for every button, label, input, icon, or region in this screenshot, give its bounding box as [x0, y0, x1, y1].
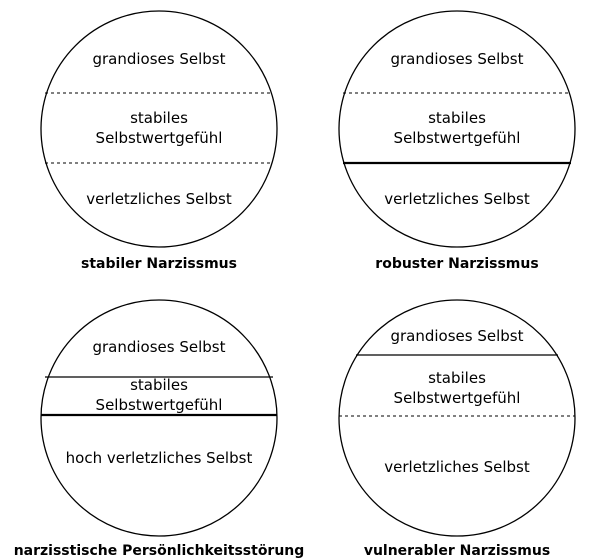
zone-middle-label-line2: Selbstwertgefühl	[394, 389, 521, 407]
zone-middle-label-line1: stabiles	[130, 109, 188, 127]
diagram-caption: vulnerabler Narzissmus	[364, 543, 550, 559]
circle	[40, 299, 278, 537]
zone-bottom-label: verletzliches Selbst	[384, 458, 530, 476]
diagram-narcissistic-personality-disorder: grandioses Selbst stabiles Selbstwertgef…	[14, 299, 305, 559]
diagram-stable-narcissism: grandioses Selbst stabiles Selbstwertgef…	[40, 10, 278, 272]
zone-bottom-label: verletzliches Selbst	[86, 190, 232, 208]
zone-middle-label-line1: stabiles	[428, 369, 486, 387]
zone-middle-label-line2: Selbstwertgefühl	[96, 129, 223, 147]
zone-top-label: grandioses Selbst	[390, 50, 523, 68]
zone-middle-label-line1: stabiles	[428, 109, 486, 127]
diagram-caption: narzisstische Persönlichkeitsstörung	[14, 543, 305, 559]
zone-top-label: grandioses Selbst	[92, 338, 225, 356]
diagram-caption: stabiler Narzissmus	[81, 256, 237, 272]
diagram-vulnerable-narcissism: grandioses Selbst stabiles Selbstwertgef…	[338, 299, 576, 559]
zone-bottom-label: hoch verletzliches Selbst	[66, 449, 253, 467]
zone-bottom-label: verletzliches Selbst	[384, 190, 530, 208]
zone-middle-label-line2: Selbstwertgefühl	[96, 396, 223, 414]
circle	[338, 299, 576, 537]
circle	[338, 10, 576, 248]
zone-middle-label-line1: stabiles	[130, 376, 188, 394]
diagram-caption: robuster Narzissmus	[375, 256, 538, 272]
zone-top-label: grandioses Selbst	[92, 50, 225, 68]
diagram-robust-narcissism: grandioses Selbst stabiles Selbstwertgef…	[338, 10, 576, 272]
zone-top-label: grandioses Selbst	[390, 327, 523, 345]
circle	[40, 10, 278, 248]
zone-middle-label-line2: Selbstwertgefühl	[394, 129, 521, 147]
